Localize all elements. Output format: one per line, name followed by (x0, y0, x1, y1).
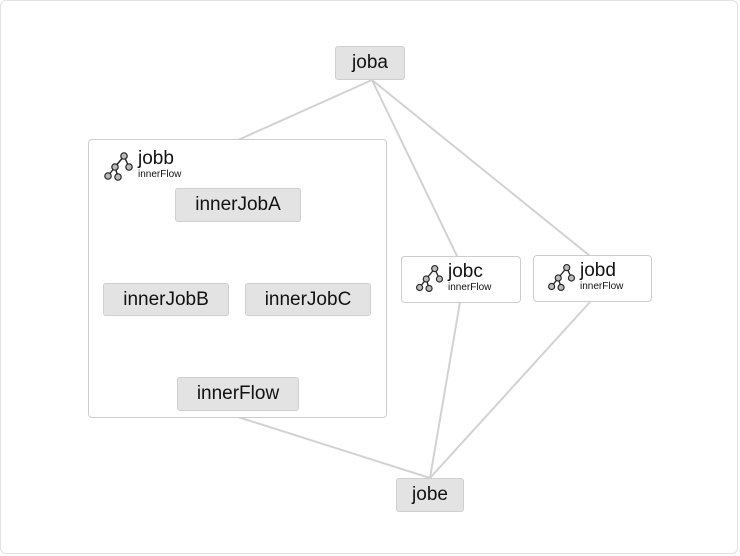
subflow-jobd[interactable]: jobd innerFlow (533, 255, 652, 302)
edge-jobc-jobe (429, 301, 461, 479)
node-joba[interactable]: joba (335, 46, 405, 80)
node-inner-job-a[interactable]: innerJobA (175, 188, 301, 222)
subflow-jobb[interactable]: jobb innerFlow (88, 139, 387, 418)
flow-tree-icon (104, 152, 133, 181)
subflow-jobb-header: jobb innerFlow (100, 149, 181, 185)
node-jobe[interactable]: jobe (396, 478, 464, 512)
edge-joba-jobd (371, 79, 591, 257)
flow-tree-icon (548, 264, 576, 292)
subflow-jobb-flow: innerFlow (138, 169, 182, 180)
subflow-jobd-header: jobd innerFlow (544, 261, 623, 295)
subflow-jobc-flow: innerFlow (448, 282, 492, 293)
edge-joba-jobc (371, 79, 459, 259)
edge-jobb-jobe (237, 416, 431, 479)
subflow-jobd-flow: innerFlow (580, 281, 624, 292)
edge-jobd-jobe (429, 301, 591, 479)
subflow-jobb-name: jobb (138, 148, 174, 169)
subflow-jobd-name: jobd (580, 260, 616, 281)
node-inner-job-b[interactable]: innerJobB (103, 283, 229, 316)
subflow-jobc[interactable]: jobc innerFlow (401, 256, 521, 303)
flow-tree-icon (416, 265, 444, 293)
subflow-jobc-header: jobc innerFlow (412, 262, 491, 296)
node-inner-job-c[interactable]: innerJobC (245, 283, 371, 316)
node-inner-flow[interactable]: innerFlow (177, 377, 299, 411)
edge-joba-jobb (237, 79, 373, 141)
subflow-jobc-name: jobc (448, 261, 483, 282)
